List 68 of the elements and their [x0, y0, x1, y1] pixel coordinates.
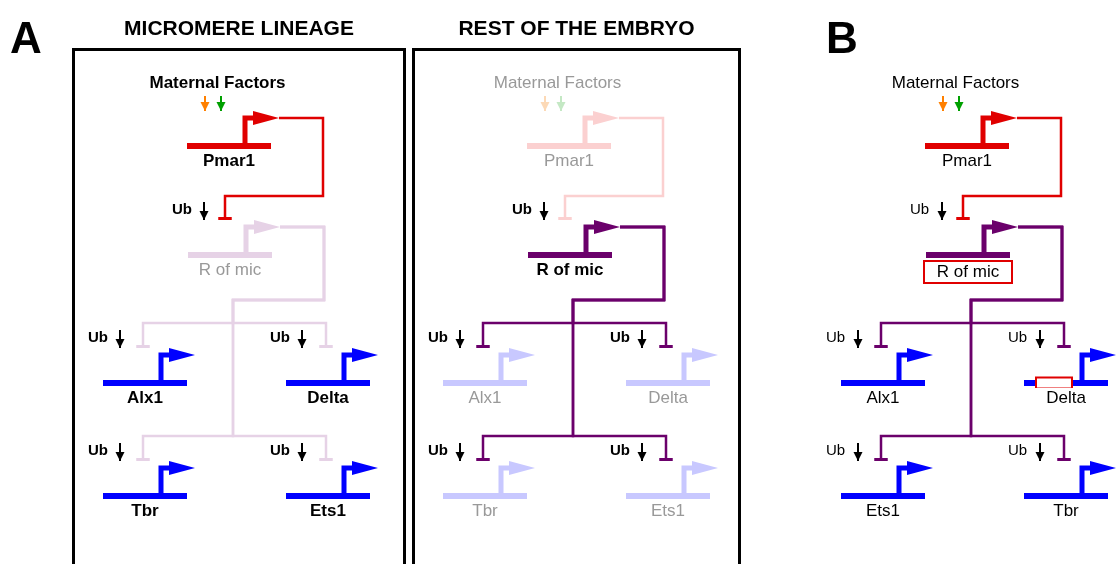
gene-name: Pmar1 — [203, 151, 255, 171]
arrow — [637, 329, 647, 349]
arrow — [199, 201, 209, 221]
arrow — [853, 329, 863, 349]
ub-label: Ub — [428, 442, 460, 458]
ub-label: Ub — [88, 329, 120, 345]
arrow — [455, 329, 465, 349]
arrow — [200, 95, 210, 112]
gene-name: Alx1 — [866, 388, 900, 408]
arrow — [455, 442, 465, 462]
gene-name: R of mic — [198, 260, 262, 280]
gene-name: Pmar1 — [941, 151, 993, 171]
arrow — [853, 442, 863, 462]
factor-label: Maternal Factors — [863, 72, 1048, 94]
ub-label: Ub — [270, 442, 302, 458]
arrow — [937, 201, 947, 221]
inhibition-line — [218, 116, 325, 220]
arrow — [540, 95, 550, 112]
gene-name: Delta — [1046, 388, 1086, 408]
panel-heading: REST OF THE EMBRYO — [457, 15, 696, 41]
ub-label: Ub — [610, 442, 642, 458]
factor-label: Maternal Factors — [465, 72, 650, 94]
gene-name: Tbr — [1053, 501, 1079, 521]
factor-label: Maternal Factors — [125, 72, 310, 94]
gene — [926, 220, 1018, 282]
ub-label: Ub — [172, 201, 204, 217]
arrow — [954, 95, 964, 112]
gene-name: Tbr — [131, 501, 159, 521]
inhibition-line — [571, 225, 673, 461]
arrow — [297, 329, 307, 349]
ub-label: Ub — [610, 329, 642, 345]
arrow — [216, 95, 226, 112]
gene-name: Ets1 — [866, 501, 900, 521]
gene-name: Delta — [307, 388, 349, 408]
arrow — [556, 95, 566, 112]
panel-letter: B — [826, 16, 858, 60]
gene-name: Pmar1 — [543, 151, 595, 171]
inhibition-line — [969, 225, 1071, 461]
arrow — [115, 329, 125, 349]
panel-heading: MICROMERE LINEAGE — [123, 15, 355, 41]
inhibition-line — [558, 116, 665, 220]
ub-label: Ub — [88, 442, 120, 458]
arrow — [539, 201, 549, 221]
ub-label: Ub — [270, 329, 302, 345]
arrow — [637, 442, 647, 462]
gene-name: R of mic — [922, 260, 1014, 284]
gene-name: Alx1 — [127, 388, 163, 408]
ub-label: Ub — [1008, 329, 1040, 345]
ub-label: Ub — [1008, 442, 1040, 458]
arrow — [1035, 329, 1045, 349]
arrow — [297, 442, 307, 462]
arrow — [115, 442, 125, 462]
arrow — [938, 95, 948, 112]
inhibition-line — [956, 116, 1063, 220]
ub-label: Ub — [826, 442, 858, 458]
inhibition-line — [231, 225, 333, 461]
gene-name: Alx1 — [468, 388, 502, 408]
ub-label: Ub — [910, 201, 942, 217]
ub-label: Ub — [428, 329, 460, 345]
gene-name: Ets1 — [651, 501, 685, 521]
gene-name: R of mic — [536, 260, 604, 280]
panel-letter: A — [10, 16, 42, 60]
arrow — [1035, 442, 1045, 462]
ub-label: Ub — [512, 201, 544, 217]
ub-label: Ub — [826, 329, 858, 345]
gene-name: Ets1 — [310, 501, 346, 521]
gene-name: Tbr — [472, 501, 498, 521]
gene-name: Delta — [648, 388, 688, 408]
